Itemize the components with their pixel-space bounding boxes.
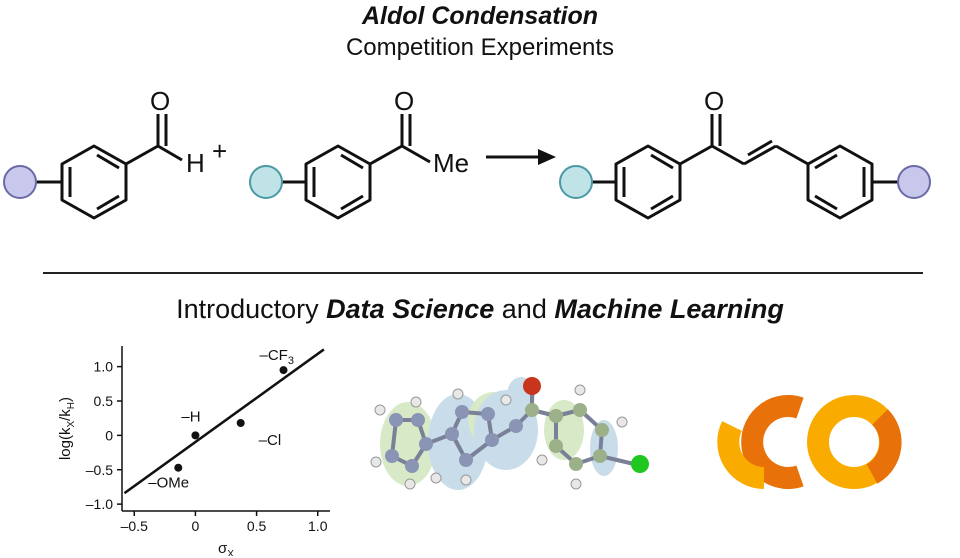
subheading-data-science: Data Science (326, 294, 495, 324)
aldehyde-oxygen: O (150, 86, 170, 116)
chlorine-atom (631, 455, 649, 473)
y-axis-label: log(kX/kH) (57, 397, 77, 460)
main-title: Aldol Condensation (361, 2, 599, 30)
ketone-oxygen: O (394, 86, 414, 116)
fit-line (123, 348, 325, 495)
data-point (236, 419, 245, 427)
y-tick-label: 0.5 (94, 393, 114, 409)
reaction-scheme: O H + O Me O (3, 86, 931, 220)
product-aldehyde-substituent-circle (897, 165, 931, 199)
y-tick-label: 0 (105, 427, 113, 443)
y-tick-label: –0.5 (86, 462, 113, 478)
molecule-orbital-render (370, 377, 649, 490)
plus-sign: + (212, 136, 227, 166)
x-tick-label: 1.0 (308, 518, 328, 534)
aldehyde-hydrogen: H (186, 148, 205, 178)
point-label: –Cl (259, 432, 282, 449)
colab-c-light (717, 421, 765, 489)
data-point (174, 463, 183, 472)
y-tick-label: –1.0 (86, 496, 113, 512)
subheading: Introductory Data Science and Machine Le… (0, 294, 960, 325)
subheading-intro: Introductory (176, 294, 319, 324)
ketone-substituent-circle (249, 165, 283, 199)
hammett-chart: –0.5 0 0.5 1.0 1.0 0.5 0 –0.5 –1.0 –CF3 –H –Cl –OMe σ… (57, 346, 330, 556)
subheading-and: and (501, 294, 547, 324)
reaction-arrow-head (538, 149, 556, 165)
y-tick-label: 1.0 (94, 359, 114, 375)
product-oxygen: O (704, 86, 724, 116)
oxygen-atom (523, 377, 541, 395)
data-point (191, 431, 200, 440)
subheading-machine-learning: Machine Learning (554, 294, 784, 324)
section-divider (43, 272, 923, 274)
colab-o-dark (866, 409, 902, 484)
subtitle: Competition Experiments (345, 34, 615, 61)
point-label: –OMe (148, 475, 189, 492)
colab-c-dark (741, 395, 804, 489)
x-axis-label: σX (218, 540, 234, 556)
product-ketone-substituent-circle (559, 165, 593, 199)
point-label: –H (181, 408, 200, 425)
point-label: –CF3 (260, 347, 294, 367)
data-point (279, 366, 288, 375)
aldehyde-substituent-circle (3, 165, 37, 199)
ketone-methyl: Me (433, 148, 469, 178)
colab-logo (717, 395, 902, 489)
x-tick-label: 0 (192, 518, 200, 534)
x-tick-label: –0.5 (121, 518, 148, 534)
x-tick-label: 0.5 (247, 518, 267, 534)
